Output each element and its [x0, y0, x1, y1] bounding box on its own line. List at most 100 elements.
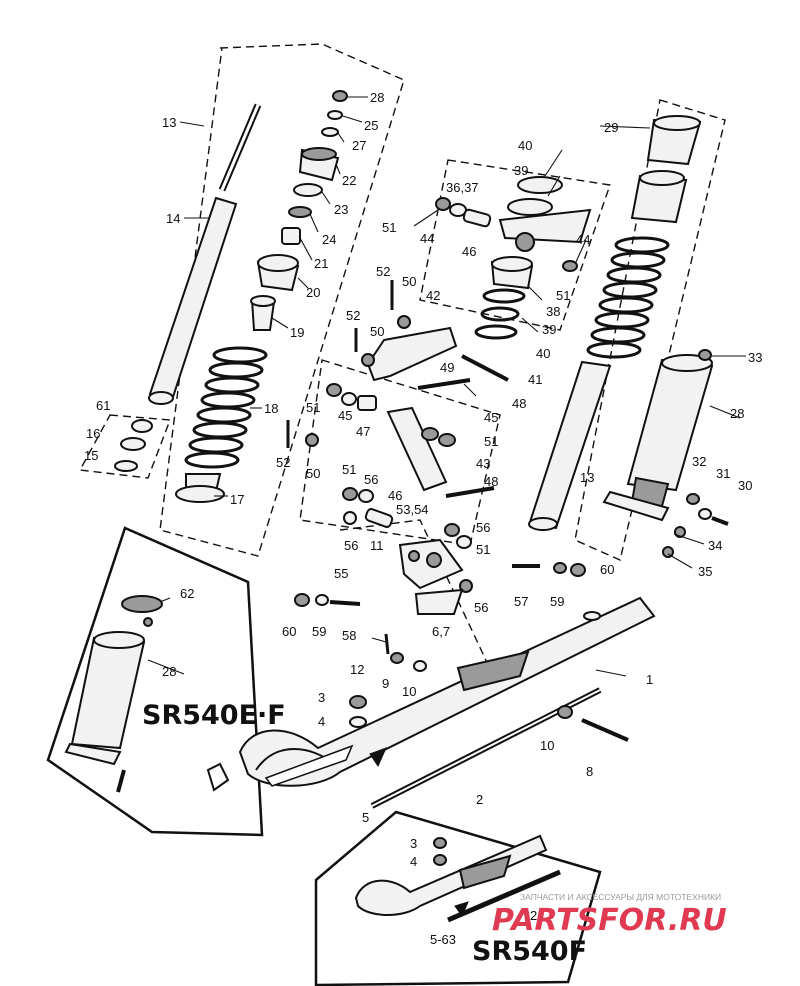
callout-46: 46 — [462, 244, 476, 259]
callout-58: 58 — [342, 628, 356, 643]
callout-48: 48 — [512, 396, 526, 411]
callout-9: 9 — [382, 676, 389, 691]
callout-5: 5 — [362, 810, 369, 825]
callout-19: 19 — [290, 325, 304, 340]
inset-sr540ef-parts — [64, 595, 163, 793]
callout-35: 35 — [698, 564, 712, 579]
callout-46: 46 — [388, 488, 402, 503]
callout-4: 4 — [410, 854, 417, 869]
callout-3: 3 — [410, 836, 417, 851]
callout-51: 51 — [556, 288, 570, 303]
callout-39: 39 — [542, 322, 556, 337]
callout-47: 47 — [356, 424, 370, 439]
callout-8: 8 — [586, 764, 593, 779]
callout-12: 12 — [350, 662, 364, 677]
callout-14: 14 — [166, 211, 180, 226]
callout-55: 55 — [334, 566, 348, 581]
callout-44: 44 — [576, 232, 590, 247]
callout-18: 18 — [264, 401, 278, 416]
model-label-sr540f: SR540F — [472, 936, 587, 967]
shock-absorber-right — [528, 115, 729, 558]
callout-28: 28 — [370, 90, 384, 105]
callout-4: 4 — [318, 714, 325, 729]
callout-52: 52 — [346, 308, 360, 323]
callout-42: 42 — [426, 288, 440, 303]
model-label-sr540ef: SR540E·F — [142, 700, 286, 731]
watermark-tagline: ЗАПЧАСТИ И АКСЕССУАРЫ ДЛЯ МОТОТЕХНИКИ — [520, 892, 721, 902]
callout-45: 45 — [484, 410, 498, 425]
callout-6-7: 6,7 — [432, 624, 450, 639]
coil-spring-left — [175, 346, 268, 503]
callout-22: 22 — [342, 173, 356, 188]
leader-lines — [147, 96, 746, 677]
callout-33: 33 — [748, 350, 762, 365]
callout-49: 49 — [440, 360, 454, 375]
callout-28: 28 — [162, 664, 176, 679]
callout-60: 60 — [282, 624, 296, 639]
callout-labels: 28 25 27 22 23 24 21 20 19 18 17 13 14 6… — [84, 90, 762, 947]
callout-24: 24 — [322, 232, 336, 247]
callout-39: 39 — [514, 163, 528, 178]
callout-59: 59 — [312, 624, 326, 639]
callout-57: 57 — [514, 594, 528, 609]
callout-21: 21 — [314, 256, 328, 271]
callout-51: 51 — [306, 400, 320, 415]
callout-43: 43 — [476, 456, 490, 471]
callout-15: 15 — [84, 448, 98, 463]
callout-16: 16 — [86, 426, 100, 441]
callout-17: 17 — [230, 492, 244, 507]
callout-25: 25 — [364, 118, 378, 133]
callout-60: 60 — [600, 562, 614, 577]
inset-sr540f-parts — [354, 834, 561, 923]
callout-30: 30 — [738, 478, 752, 493]
callout-45: 45 — [338, 408, 352, 423]
callout-38: 38 — [546, 304, 560, 319]
inset-box-sr540ef — [46, 526, 264, 837]
callout-56: 56 — [474, 600, 488, 615]
linkage-upper — [354, 176, 592, 390]
callout-51: 51 — [476, 542, 490, 557]
callout-32: 32 — [692, 454, 706, 469]
callout-28: 28 — [730, 406, 744, 421]
callout-50: 50 — [306, 466, 320, 481]
callout-50: 50 — [370, 324, 384, 339]
callout-29: 29 — [604, 120, 618, 135]
linkage-lower — [286, 383, 586, 615]
callout-10: 10 — [402, 684, 416, 699]
callout-27: 27 — [352, 138, 366, 153]
callout-51: 51 — [382, 220, 396, 235]
watermark-logo: PARTSFOR.RU — [492, 903, 727, 938]
callout-10: 10 — [540, 738, 554, 753]
callout-52: 52 — [376, 264, 390, 279]
callout-1: 1 — [646, 672, 653, 687]
callout-51: 51 — [484, 434, 498, 449]
callout-3: 3 — [318, 690, 325, 705]
callout-53-54: 53,54 — [396, 502, 429, 517]
callout-56: 56 — [476, 520, 490, 535]
callout-51: 51 — [342, 462, 356, 477]
callout-40: 40 — [536, 346, 550, 361]
callout-44: 44 — [420, 231, 434, 246]
callout-13: 13 — [162, 115, 176, 130]
callout-52: 52 — [276, 455, 290, 470]
callout-20: 20 — [306, 285, 320, 300]
shock-upper-stack — [250, 90, 348, 331]
callout-48: 48 — [484, 474, 498, 489]
callout-61: 61 — [96, 398, 110, 413]
callout-56: 56 — [364, 472, 378, 487]
callout-11: 11 — [370, 538, 384, 553]
callout-5-63: 5-63 — [430, 932, 456, 947]
inset-box-sr540f — [314, 810, 602, 986]
callout-13: 13 — [580, 470, 594, 485]
callout-62: 62 — [180, 586, 194, 601]
callout-23: 23 — [334, 202, 348, 217]
callout-2: 2 — [476, 792, 483, 807]
callout-50: 50 — [402, 274, 416, 289]
callout-40: 40 — [518, 138, 532, 153]
callout-36-37: 36,37 — [446, 180, 479, 195]
shock-absorber-left — [114, 103, 262, 472]
callout-41: 41 — [528, 372, 542, 387]
ski-main — [206, 596, 656, 809]
callout-2: 2 — [530, 908, 537, 923]
